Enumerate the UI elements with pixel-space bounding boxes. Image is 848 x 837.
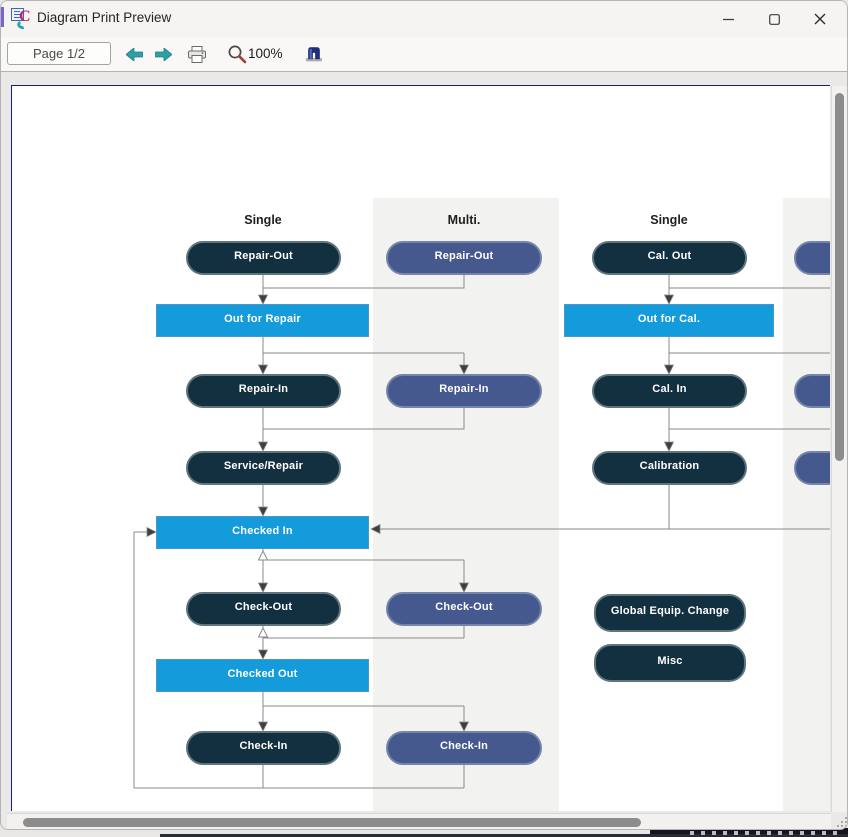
maximize-icon [768, 13, 780, 25]
window-title: Diagram Print Preview [37, 10, 172, 25]
column-header: Single [244, 213, 282, 227]
diagram-node: Global Equip. Change [594, 594, 746, 632]
print-setup-button[interactable] [301, 41, 327, 67]
diagram-node: Check-Out [186, 592, 341, 626]
app-icon: C [9, 7, 35, 31]
diagram-node: Out for Repair [156, 304, 369, 337]
diagram-lane [783, 198, 830, 811]
diagram-node [794, 374, 830, 408]
diagram-node: Repair-In [186, 374, 341, 408]
diagram-node [794, 241, 830, 275]
horizontal-scrollbar[interactable] [7, 813, 831, 829]
app-icon-form-glyph [11, 8, 24, 21]
diagram-node: Service/Repair [186, 451, 341, 485]
diagram-node: Check-In [386, 731, 542, 765]
diagram-node: Cal. Out [592, 241, 747, 275]
vertical-scrollbar-thumb[interactable] [835, 93, 844, 461]
minimize-icon [722, 18, 734, 20]
diagram-node: Out for Cal. [564, 304, 774, 337]
prev-page-button[interactable] [121, 41, 147, 67]
prev-page-icon [125, 47, 143, 61]
minimize-button[interactable] [705, 1, 751, 37]
diagram-node: Checked In [156, 516, 369, 549]
background-window-text-fragment [690, 831, 840, 835]
diagram-node: Cal. In [592, 374, 747, 408]
diagram-node: Repair-Out [186, 241, 341, 275]
diagram-node: Misc [594, 644, 746, 682]
next-page-icon [154, 47, 172, 61]
app-icon-c-glyph: C [19, 8, 31, 25]
window-controls [705, 1, 843, 37]
diagram-node [794, 451, 830, 485]
page-indicator[interactable]: Page 1/2 [7, 42, 111, 65]
diagram-node: Check-In [186, 731, 341, 765]
diagram-node: Checked Out [156, 659, 369, 692]
diagram-node: Repair-In [386, 374, 542, 408]
horizontal-scrollbar-thumb[interactable] [23, 818, 641, 827]
diagram-lane [373, 198, 559, 811]
print-button[interactable] [184, 41, 210, 67]
column-header: Single [650, 213, 688, 227]
titlebar: C Diagram Print Preview [1, 1, 847, 37]
background-icon-sliver [1, 7, 4, 27]
toolbar: Page 1/2 100% [1, 37, 847, 72]
print-setup-icon [306, 47, 322, 62]
zoom-button[interactable] [224, 41, 250, 67]
diagram-node: Check-Out [386, 592, 542, 626]
maximize-button[interactable] [751, 1, 797, 37]
diagram-node: Repair-Out [386, 241, 542, 275]
vertical-scrollbar[interactable] [831, 86, 847, 812]
column-header: Multi. [447, 213, 481, 227]
print-icon [188, 45, 206, 63]
close-button[interactable] [797, 1, 843, 37]
next-page-button[interactable] [150, 41, 176, 67]
close-icon [814, 13, 826, 25]
background-window-edge [160, 834, 848, 837]
resize-grip[interactable] [835, 815, 847, 827]
zoom-icon [228, 45, 246, 63]
diagram-node: Calibration [592, 451, 747, 485]
zoom-level: 100% [248, 46, 283, 61]
